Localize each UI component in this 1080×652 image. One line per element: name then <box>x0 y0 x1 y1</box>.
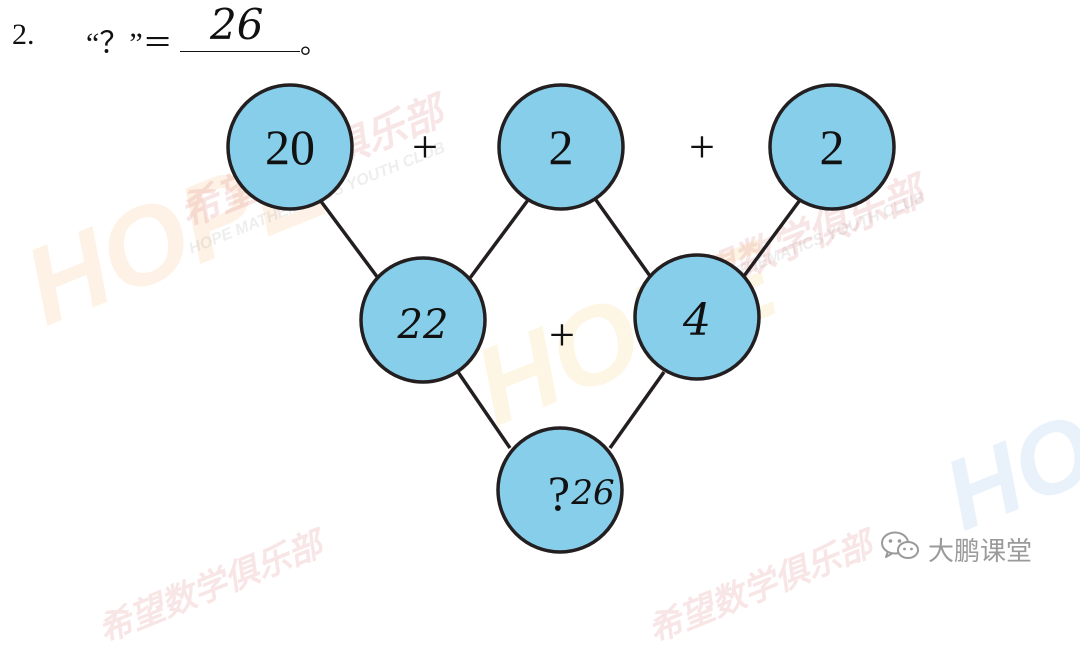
connector-2-4 <box>594 198 652 278</box>
question-label: “？”＝ <box>86 27 173 60</box>
node-bottom-handwritten-answer: 26 <box>570 473 614 513</box>
node-top-3: 2 <box>768 83 896 211</box>
node-middle-2: 4 <box>633 253 761 381</box>
node-top-1: 20 <box>226 83 354 211</box>
node-top-2-value: 2 <box>549 119 574 175</box>
connector-20-22 <box>318 198 380 280</box>
connector-2right-4 <box>742 198 802 278</box>
node-top-1-value: 20 <box>265 119 315 175</box>
node-middle-1-value: 22 <box>397 302 449 348</box>
addition-pyramid-diagram: 20 2 2 + + 22 4 + ? 26 <box>226 83 896 554</box>
connector-4-bottom <box>608 370 666 450</box>
node-bottom: ? 26 <box>496 426 624 554</box>
node-middle-2-value: 4 <box>682 295 711 346</box>
answer-blank-line <box>180 51 300 52</box>
node-top-3-value: 2 <box>820 119 845 175</box>
node-bottom-question-mark: ? <box>548 465 570 521</box>
period-mark: 。 <box>300 29 329 60</box>
brand-badge: 大鹏课堂 <box>880 530 1032 569</box>
operator-plus-top-2: + <box>689 121 715 172</box>
brand-name: 大鹏课堂 <box>928 537 1033 567</box>
problem-number: 2. <box>12 18 35 51</box>
handwritten-answer: 26 <box>210 0 264 49</box>
node-top-2: 2 <box>497 83 625 211</box>
connector-22-bottom <box>456 371 512 449</box>
wechat-icon <box>880 530 920 569</box>
node-middle-1: 22 <box>359 256 487 384</box>
connector-lines <box>318 198 802 450</box>
connector-2-22 <box>468 198 530 280</box>
operator-plus-top-1: + <box>412 121 438 172</box>
operator-plus-middle: + <box>549 309 575 360</box>
